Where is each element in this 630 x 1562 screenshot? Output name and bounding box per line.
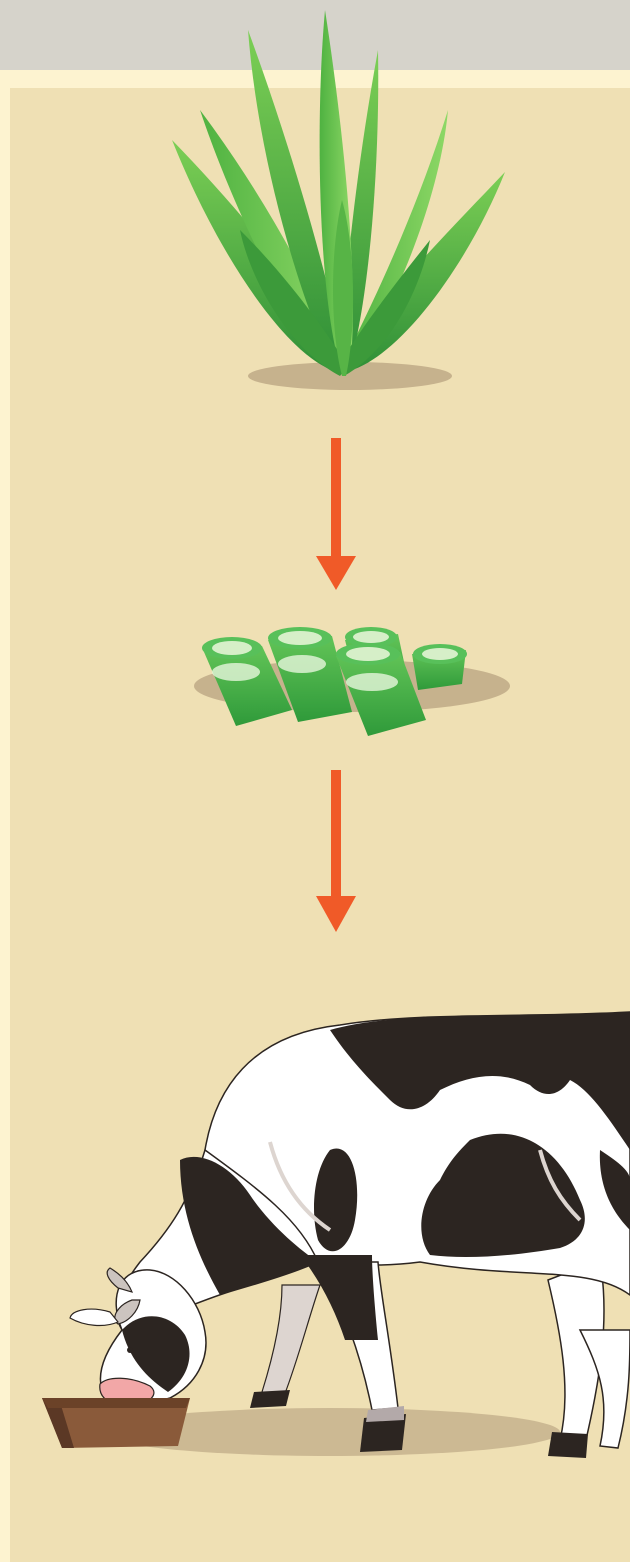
aloe-vera-plant-icon bbox=[172, 10, 505, 390]
aloe-plant-node bbox=[172, 10, 505, 390]
cow-node bbox=[42, 1012, 630, 1458]
arrow-2 bbox=[316, 770, 356, 932]
aloe-pieces-node bbox=[194, 627, 510, 736]
cut-aloe-pieces-icon bbox=[194, 627, 510, 736]
cow-eating-from-trough-icon bbox=[42, 1012, 630, 1458]
arrow-1 bbox=[316, 438, 356, 590]
